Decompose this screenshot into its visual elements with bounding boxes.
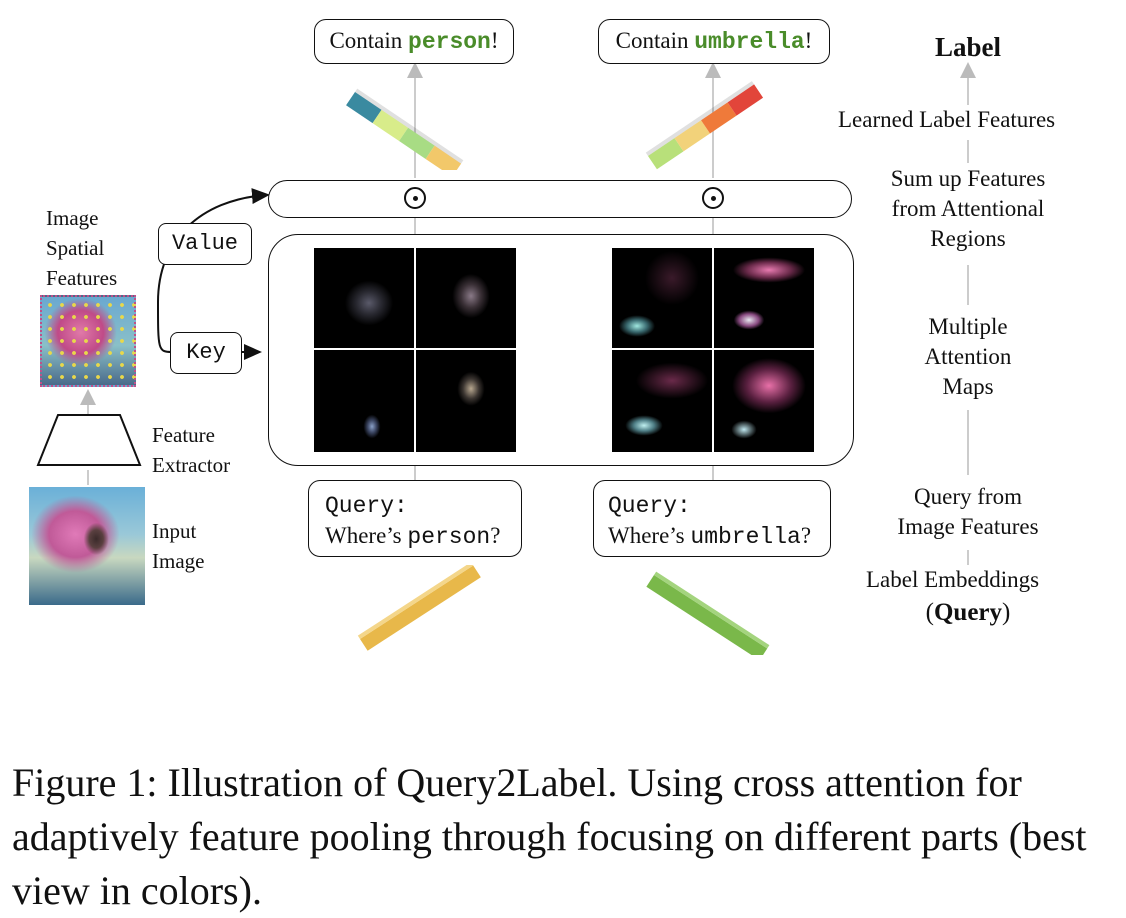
output-prefix: Contain <box>329 28 409 53</box>
query-person-box: Query: Where’s person? <box>308 480 522 557</box>
attention-map <box>714 350 814 452</box>
feature-extractor-text: Feature Extractor <box>152 423 231 477</box>
output-label-person: person <box>408 29 491 55</box>
image-spatial-features-text: Image Spatial Features <box>46 206 118 290</box>
query-umbrella-box: Query: Where’s umbrella? <box>593 480 831 557</box>
label-embeddings-text: Label Embeddings <box>866 567 1040 592</box>
attention-maps-umbrella <box>612 248 814 452</box>
output-umbrella-box: Contain umbrella! <box>598 19 830 64</box>
label-heading: Label <box>934 32 1001 62</box>
query-word-umbrella: umbrella <box>690 524 801 550</box>
elementwise-product-icon <box>404 187 426 209</box>
attention-map <box>612 248 712 348</box>
output-person-box: Contain person! <box>314 19 514 64</box>
query-word-person: person <box>407 524 491 550</box>
attention-map <box>714 248 814 348</box>
sum-up-pill <box>268 180 852 218</box>
sum-up-features-text: Sum up Features from Attentional Regions <box>890 166 1046 251</box>
value-box: Value <box>158 223 252 265</box>
output-suffix: ! <box>804 28 813 53</box>
learned-label-features-text: Learned Label Features <box>838 107 1056 132</box>
multiple-attention-maps-text: Multiple Attention Maps <box>924 314 1012 399</box>
query-from-image-features-text: Query from Image Features <box>897 484 1039 539</box>
label-embedding-umbrella <box>646 571 770 655</box>
query-head: Query: <box>325 493 408 519</box>
attention-map <box>612 350 712 452</box>
learned-feature-bar-umbrella <box>645 81 764 170</box>
learned-feature-bar-person <box>346 88 464 170</box>
query-label-text: (Query) <box>925 599 1011 626</box>
label-embedding-person <box>357 565 481 651</box>
input-image-text: Input Image <box>152 519 205 573</box>
attention-map <box>416 350 516 452</box>
query-text: Where’s umbrella? <box>608 523 812 550</box>
query-head: Query: <box>608 493 691 519</box>
elementwise-product-icon <box>702 187 724 209</box>
output-suffix: ! <box>490 28 499 53</box>
attention-map <box>416 248 516 348</box>
output-prefix: Contain <box>615 28 695 53</box>
attention-map <box>314 350 414 452</box>
spatial-features-image <box>40 295 136 387</box>
input-image <box>29 487 145 605</box>
attention-map <box>314 248 414 348</box>
output-label-umbrella: umbrella <box>694 29 805 55</box>
feature-extractor-icon <box>36 414 142 466</box>
attention-maps-person <box>314 248 516 452</box>
key-box: Key <box>170 332 242 374</box>
figure-caption: Figure 1: Illustration of Query2Label. U… <box>12 760 1087 913</box>
query-text: Where’s person? <box>325 523 501 550</box>
